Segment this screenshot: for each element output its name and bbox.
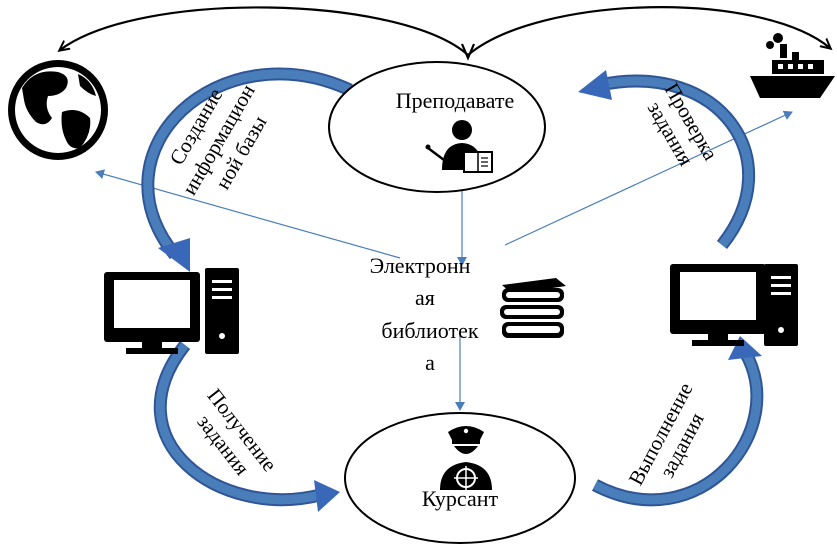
library-label-line-4: а [425,350,435,375]
library-label-line-3: библиотек [381,318,478,343]
computer-right-icon [670,264,798,346]
ship-icon [750,33,835,98]
globe-icon [8,60,108,160]
flow-arrow-check-task [578,70,756,250]
library-label-line-1: Электронн [370,253,471,278]
flow-arrow-receive-task [153,340,340,512]
cadet-label: Курсант [422,486,499,511]
label-check-task: Проверка задания [643,79,724,170]
teacher-node: Преподавате [328,61,546,193]
teacher-icon [425,120,493,173]
flow-arrow-create-db [141,67,353,272]
flow-arrow-do-task [591,336,764,507]
top-distribution-arrows [60,6,830,61]
teacher-label: Преподавате [396,88,514,113]
books-icon [500,278,566,338]
library-node: Электронн ая библиотек а [370,253,566,375]
cadet-node: Курсант [344,412,576,544]
captain-icon [440,426,492,490]
library-label-line-2: ая [415,285,435,310]
computer-left-icon [104,268,239,354]
